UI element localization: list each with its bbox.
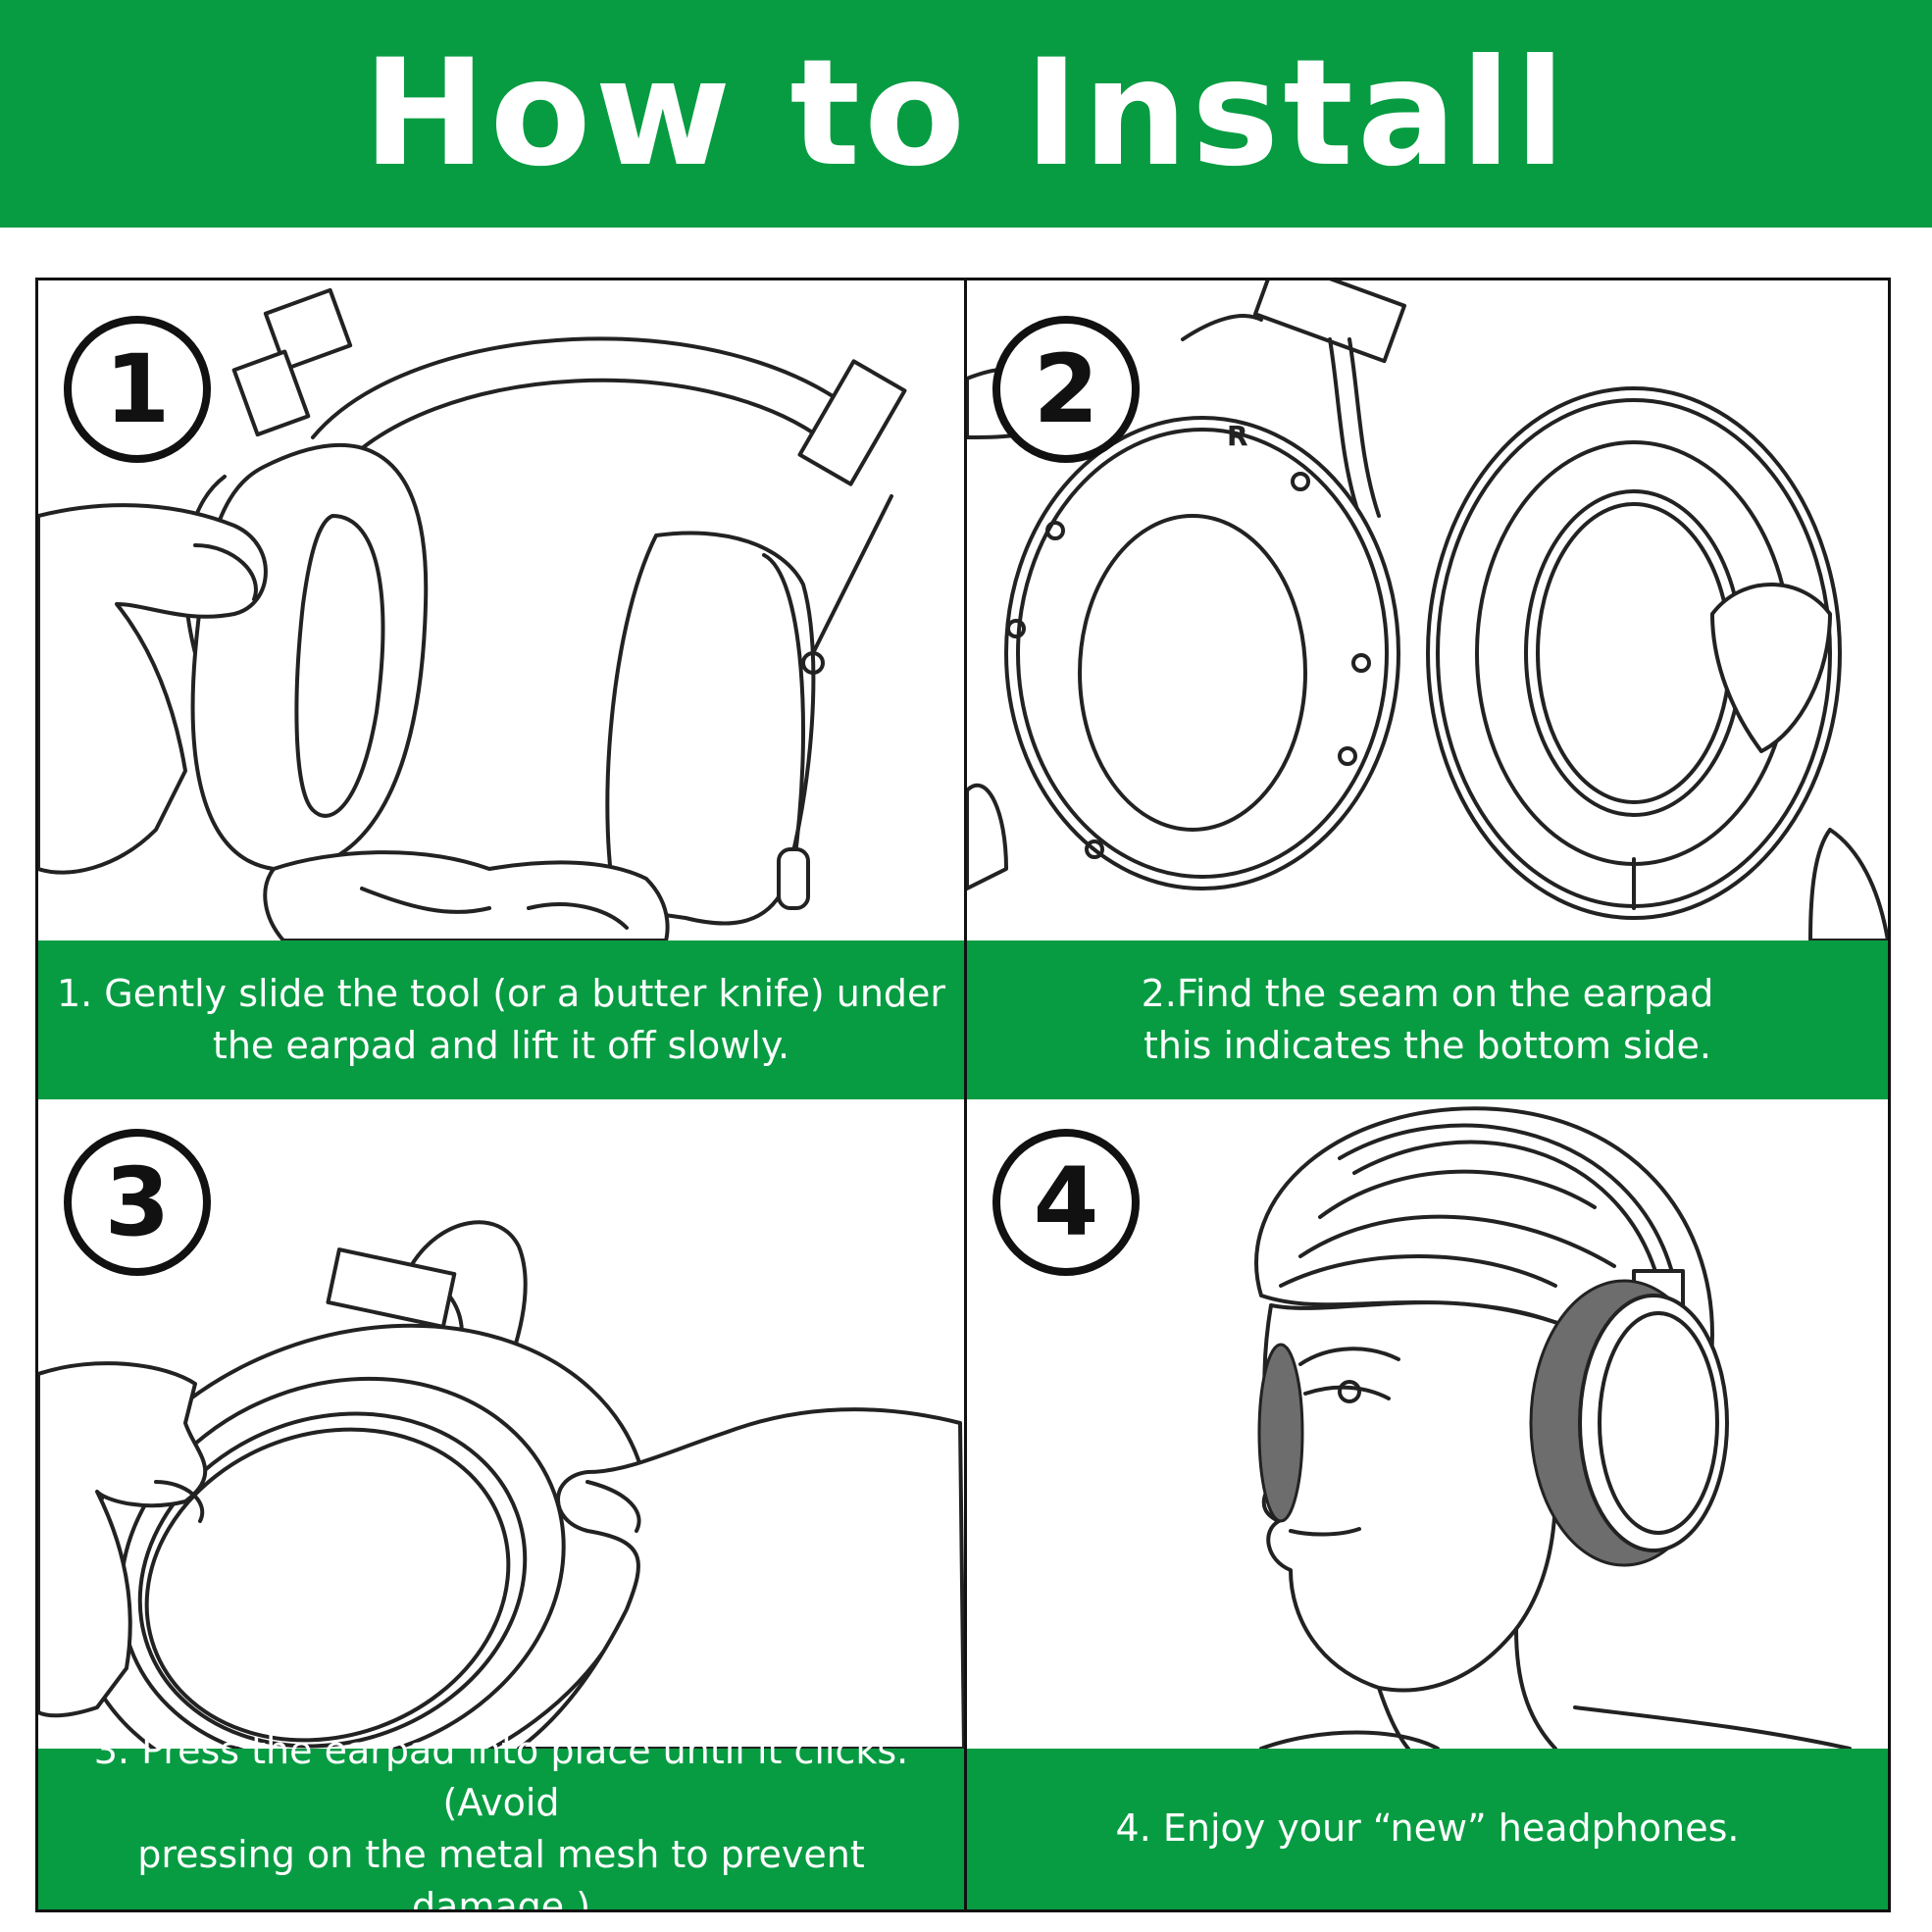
- step-3-caption-line-2: pressing on the metal mesh to prevent da…: [137, 1833, 865, 1909]
- step-2-caption-line-1: 2.Find the seam on the earpad: [1141, 971, 1714, 1015]
- step-1-caption-line-2: the earpad and lift it off slowly.: [212, 1024, 790, 1067]
- step-4-caption: 4. Enjoy your “new” headphones.: [967, 1749, 1888, 1909]
- step-4-caption-line-1: 4. Enjoy your “new” headphones.: [1115, 1806, 1740, 1851]
- step-1-number: 1: [104, 334, 171, 444]
- step-4-number-badge: 4: [992, 1129, 1140, 1276]
- step-1-caption: 1. Gently slide the tool (or a butter kn…: [38, 941, 964, 1099]
- step-2-number: 2: [1033, 334, 1099, 444]
- earcup-and-earpad-illustration: R: [967, 280, 1888, 941]
- step-1-panel: 1 1. Gently slide the tool (or a butter …: [38, 280, 967, 1099]
- step-2-number-badge: 2: [992, 316, 1140, 463]
- step-3-caption-line-1: 3. Press the earpad into place until it …: [93, 1728, 909, 1824]
- step-2-panel: R 2 2.Find the seam on the earpad this i…: [967, 280, 1888, 1099]
- step-3-panel: 3 3. Press the earpad into place until i…: [38, 1099, 967, 1909]
- step-1-number-badge: 1: [64, 316, 211, 463]
- step-4-number: 4: [1033, 1147, 1099, 1257]
- step-4-panel: 4 4. Enjoy your “new” headphones.: [967, 1099, 1888, 1909]
- step-2-caption: 2.Find the seam on the earpad this indic…: [967, 941, 1888, 1099]
- earcup-marking-text: R: [1227, 420, 1248, 452]
- person-wearing-headphones-illustration: [1254, 1106, 1852, 1749]
- step-2-caption-line-2: this indicates the bottom side.: [1144, 1024, 1711, 1067]
- title-banner: How to Install: [0, 0, 1932, 228]
- step-3-caption: 3. Press the earpad into place until it …: [38, 1729, 964, 1909]
- step-3-number-badge: 3: [64, 1129, 211, 1276]
- step-3-number: 3: [104, 1147, 171, 1257]
- hands-pressing-earpad-illustration: [38, 1220, 964, 1749]
- hands-lifting-earpad-illustration: [38, 287, 907, 941]
- steps-grid: 1 1. Gently slide the tool (or a butter …: [35, 278, 1891, 1912]
- step-1-caption-line-1: 1. Gently slide the tool (or a butter kn…: [56, 971, 946, 1015]
- page-title: How to Install: [363, 28, 1569, 199]
